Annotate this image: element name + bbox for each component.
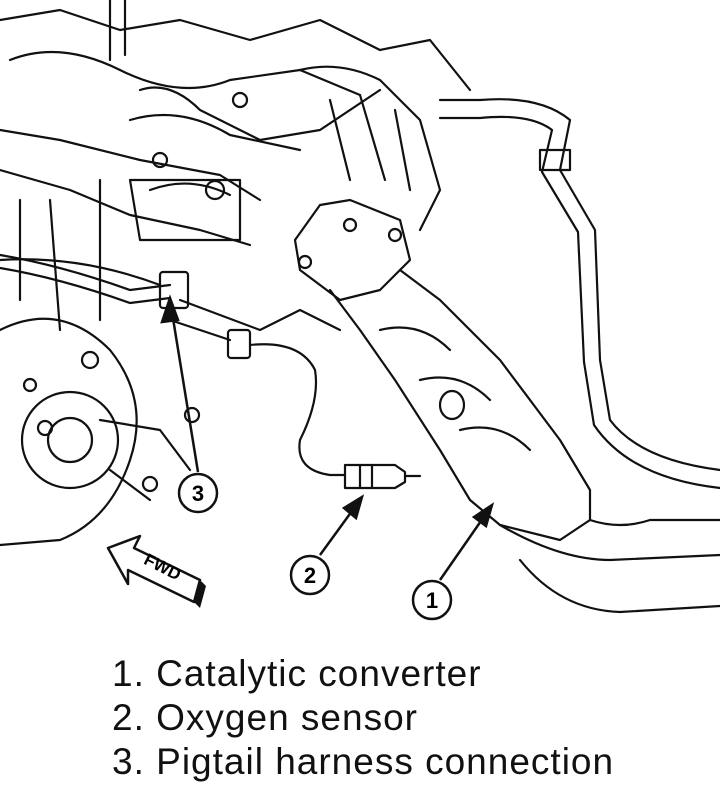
callout-3-leader (168, 299, 200, 473)
callout-1-arrowhead (471, 502, 495, 529)
callout-1-number: 1 (426, 588, 438, 613)
legend-item-catalytic-converter: 1. Catalytic converter (112, 653, 482, 694)
callout-1: 1 (411, 579, 453, 621)
catalytic-converter (328, 268, 720, 614)
callout-2: 2 (289, 554, 331, 596)
legend: 1. Catalytic converter 2. Oxygen sensor … (112, 652, 614, 784)
callout-2-number: 2 (304, 563, 316, 588)
callout-3: 3 (177, 472, 219, 514)
exhaust-manifold (293, 65, 442, 302)
legend-item-oxygen-sensor: 2. Oxygen sensor (112, 697, 418, 738)
fwd-arrow: FWD (106, 534, 206, 608)
pigtail-connector (0, 258, 190, 310)
legend-item-pigtail-harness: 3. Pigtail harness connection (112, 741, 615, 782)
oxygen-sensor (168, 318, 422, 490)
callout-2-arrowhead (341, 494, 365, 521)
fuel-line-tube (438, 98, 720, 490)
engine-block (0, 0, 472, 547)
exhaust-diagram: 3 2 1 FWD (0, 0, 720, 621)
callout-3-arrowhead (160, 294, 180, 324)
callout-3-number: 3 (192, 481, 204, 506)
